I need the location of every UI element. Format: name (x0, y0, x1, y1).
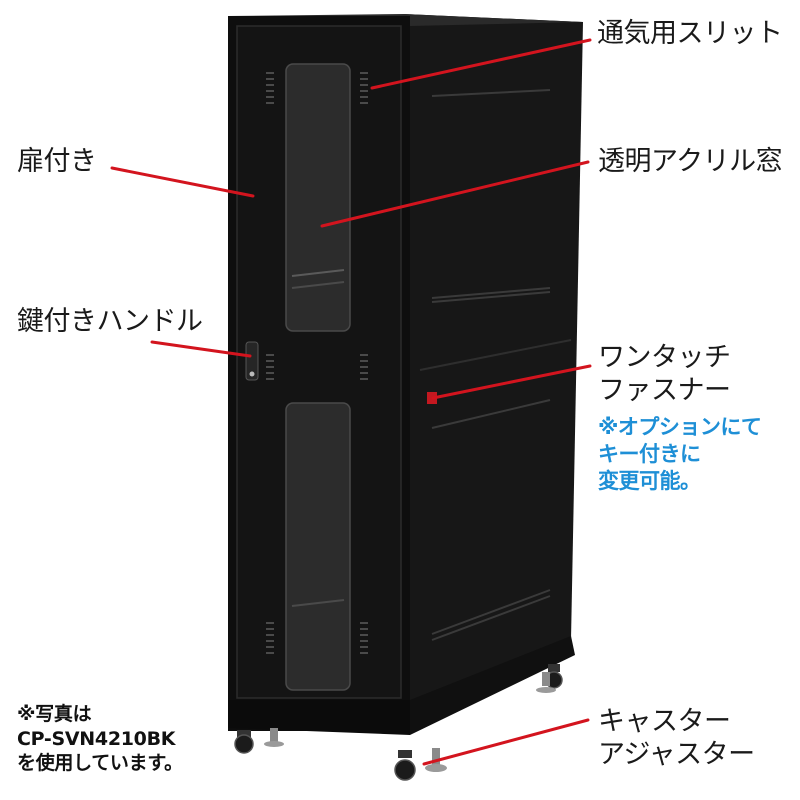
label-caster-line2: アジャスター (598, 738, 755, 770)
lower-acrylic-window (285, 402, 351, 691)
window-reflection (291, 599, 345, 607)
cabinet-base (228, 700, 410, 735)
caster-wheel (394, 750, 416, 781)
label-caster-adjuster: キャスター アジャスター (598, 706, 755, 772)
label-acrylic-window: 透明アクリル窓 (598, 146, 783, 177)
leveling-adjuster (536, 672, 556, 693)
caster-wheel (234, 730, 254, 754)
leader-line-vent (370, 38, 592, 90)
leader-line-fastener (431, 364, 592, 400)
key-lock-icon (249, 371, 255, 377)
footnote-line3: を使用しています。 (17, 752, 183, 775)
leveling-adjuster (425, 748, 447, 772)
fastener-note-line1: ※オプションにて (598, 415, 762, 439)
leader-line-caster (422, 718, 590, 766)
door-vent-slits-right (360, 72, 368, 654)
label-key-handle: 鍵付きハンドル (17, 306, 203, 337)
fastener-option-note: ※オプションにて キー付きに 変更可能。 (598, 414, 762, 495)
leader-line-handle (150, 340, 252, 358)
door-vent-slits-left (266, 72, 274, 654)
leader-lines (110, 38, 592, 766)
key-handle (245, 341, 259, 381)
side-panel-seam (419, 339, 572, 371)
label-fastener-line2: ファスナー (598, 374, 731, 406)
photo-model-footnote: ※写真は CP-SVN4210BK を使用しています。 (17, 702, 183, 776)
leader-line-window (320, 160, 590, 228)
cabinet-side-panel (404, 14, 583, 728)
label-door: 扉付き (17, 146, 97, 177)
side-vent-slits (431, 89, 551, 641)
label-caster-line1: キャスター (598, 706, 731, 737)
footnote-line2: CP-SVN4210BK (17, 727, 176, 750)
fastener-note-line2: キー付きに (598, 441, 701, 466)
label-vent-slits: 通気用スリット (597, 18, 783, 49)
label-fastener-line1: ワンタッチ (598, 342, 731, 373)
footnote-line1: ※写真は (17, 703, 92, 725)
leveling-adjuster (264, 728, 284, 747)
label-fastener: ワンタッチ ファスナー (598, 342, 731, 408)
window-reflection (291, 281, 345, 289)
fastener-note-line3: 変更可能。 (598, 468, 701, 493)
leader-line-door (110, 166, 255, 198)
window-reflection (291, 269, 345, 277)
cabinet-base-side (410, 636, 575, 735)
upper-acrylic-window (285, 63, 351, 332)
